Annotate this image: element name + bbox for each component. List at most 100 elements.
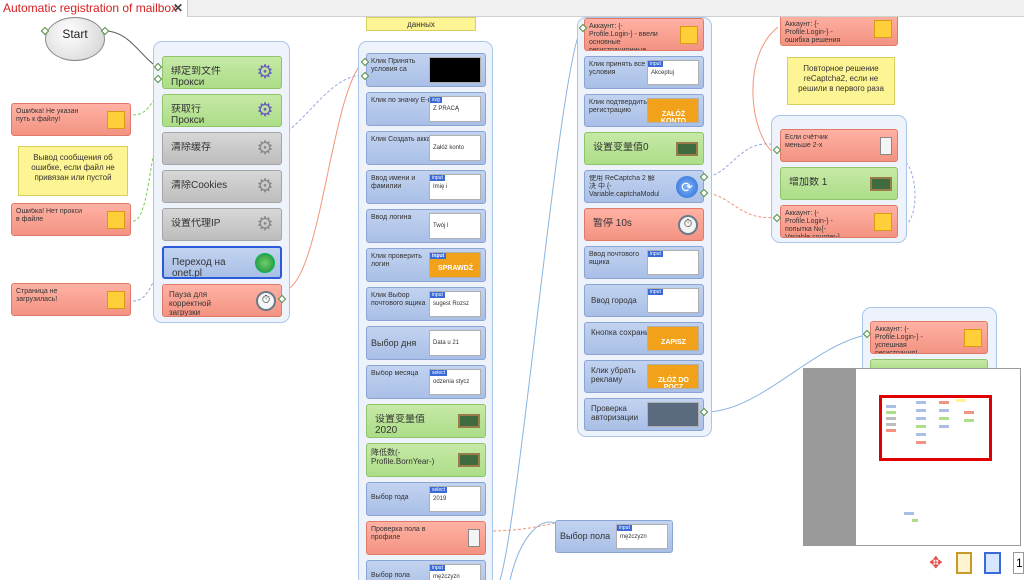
block-label: 设置代理IP [171, 218, 221, 229]
block-if-counter-less-2[interactable]: Если счётчик меньше 2-х [780, 129, 898, 162]
minimap-viewport[interactable] [879, 395, 992, 461]
comment-note[interactable]: Повторное решение reCaptcha2, если не ре… [787, 57, 895, 105]
minimap-block [916, 401, 926, 404]
block-create-account[interactable]: Клик Создать аккаунт Załóż konto [366, 131, 486, 165]
block-label: Аккаунт: {-Profile.Login-} - успешная ре… [875, 326, 923, 354]
log-registration-success[interactable]: Аккаунт: {-Profile.Login-} - успешная ре… [870, 321, 988, 354]
tab-automatic-registration[interactable]: Automatic registration of mailbox ✕ [0, 0, 188, 17]
block-label: Выбор пола [560, 531, 611, 541]
block-set-var-2020[interactable]: 设置变量值2020 [366, 404, 486, 438]
note-icon [107, 290, 125, 309]
block-pause-10s[interactable]: 暂停 10s ⏱ [584, 208, 704, 241]
frame-icon[interactable] [955, 551, 973, 574]
switch-icon [880, 136, 892, 155]
comment-note[interactable]: данных [366, 17, 476, 31]
block-save-button[interactable]: Кнопка сохранить ZAPISZ [584, 322, 704, 355]
minimap-block [916, 417, 926, 420]
log-attempt-counter[interactable]: Аккаунт: {-Profile.Login-} - попытка №{-… [780, 205, 898, 238]
block-label: 降低数(-Profile.BornYear-) [371, 448, 435, 466]
error-page-not-loaded[interactable]: Страница не загрузилась! [11, 283, 131, 316]
log-recaptcha-error[interactable]: Аккаунт: {-Profile.Login-} - ошибка реше… [780, 17, 898, 46]
block-label: Аккаунт: {-Profile.Login-} - ввели основ… [589, 23, 658, 51]
gear-icon: ⚙ [256, 176, 274, 197]
block-label: Клик подтвердить регистрацию [589, 99, 648, 114]
minimap-block [964, 419, 974, 422]
zoom-field[interactable]: 1 [1012, 551, 1024, 574]
connection-wires [104, 26, 916, 580]
minimap-block [886, 429, 896, 432]
thumbnail: Twój l [429, 213, 481, 239]
block-bind-file-proxy[interactable]: 绑定到文件 Прокси ⚙ [162, 56, 282, 89]
block-input-login[interactable]: Ввод логина Twój l [366, 209, 486, 243]
start-node[interactable]: Start [45, 17, 105, 61]
close-icon[interactable]: ✕ [172, 1, 183, 15]
minimap-block [916, 433, 926, 436]
block-label: 绑定到文件 Прокси [171, 66, 221, 88]
minimap[interactable] [803, 368, 1021, 546]
tab-bar: Automatic registration of mailbox ✕ [0, 0, 1024, 17]
log-basic-data-entered[interactable]: Аккаунт: {-Profile.Login-} - ввели основ… [584, 18, 704, 51]
block-label: Клик по значку E-mail [371, 97, 441, 104]
block-label: 暂停 10s [593, 218, 632, 229]
block-close-ad[interactable]: Клик убрать рекламу ZŁÓŻ DO POCZ [584, 360, 704, 393]
block-label: 增加数 1 [789, 177, 828, 188]
workflow-canvas[interactable]: Start 绑定到文件 Прокси ⚙ 获取行 Прокси ⚙ 清除缓存 ⚙… [0, 17, 1024, 580]
block-label: Переход на onet.pl [172, 257, 226, 279]
refresh-icon: ⟳ [676, 175, 698, 198]
minimap-block [916, 409, 926, 412]
block-select-day[interactable]: Выбор дня Data u 21 [366, 326, 486, 360]
block-set-var-0[interactable]: 设置变量值0 [584, 132, 704, 165]
block-check-auth[interactable]: Проверка авторизации [584, 398, 704, 431]
minimap-block [886, 423, 896, 426]
block-goto-onet[interactable]: Переход на onet.pl [162, 246, 282, 279]
block-label: Ввод логина [371, 214, 412, 221]
block-recaptcha-solve[interactable]: 使用 ReCaptcha 2 解决 中 {-Variable.captchaMo… [584, 170, 704, 203]
block-label: Аккаунт: {-Profile.Login-} - ошибка реше… [785, 21, 841, 44]
block-label: Клик принять все условия [589, 61, 646, 76]
block-label: Клик убрать рекламу [591, 366, 636, 384]
block-label: 设置变量值0 [593, 142, 649, 153]
crosshair-icon[interactable]: ✥ [929, 554, 943, 572]
block-input-mailbox[interactable]: Ввод почтового ящика input [584, 246, 704, 279]
comment-note[interactable]: Вывод сообщения об ошибке, если файл не … [18, 146, 128, 196]
block-label: Проверка пола в профиле [371, 526, 426, 541]
chalkboard-icon [458, 414, 480, 428]
minimap-block [939, 401, 949, 404]
block-decrease-born-year[interactable]: 降低数(-Profile.BornYear-) [366, 443, 486, 477]
thumbnail [429, 57, 481, 83]
block-set-proxy-ip[interactable]: 设置代理IP ⚙ [162, 208, 282, 241]
block-get-line-proxy[interactable]: 获取行 Прокси ⚙ [162, 94, 282, 127]
minimap-block [939, 425, 949, 428]
block-clear-cookies[interactable]: 清除Cookies ⚙ [162, 170, 282, 203]
error-no-proxy[interactable]: Ошибка! Нет прокси в файле [11, 203, 131, 236]
thumbnail: Data u 21 [429, 330, 481, 356]
block-increase-1[interactable]: 增加数 1 [780, 167, 898, 200]
block-confirm-registration[interactable]: Клик подтвердить регистрацию ZAŁÓŻ KONTO [584, 94, 704, 127]
thumbnail: ZŁÓŻ DO POCZ [647, 364, 699, 389]
error-no-file-path[interactable]: Ошибка! Не указан путь к файлу! [11, 103, 131, 136]
block-pause-load[interactable]: Пауза для корректной загрузки ⏱ [162, 284, 282, 317]
note-icon [680, 25, 698, 44]
block-accept-terms[interactable]: Клик Принять условия са [366, 53, 486, 87]
canvas-toolbar: ✥ 1 [924, 549, 1024, 576]
chalkboard-icon [458, 453, 480, 467]
window-icon[interactable] [984, 551, 1001, 574]
block-check-gender[interactable]: Проверка пола в профиле [366, 521, 486, 555]
block-clear-cache[interactable]: 清除缓存 ⚙ [162, 132, 282, 165]
thumbnail: ZAPISZ [647, 326, 699, 351]
block-label: Пауза для корректной загрузки [169, 290, 211, 317]
block-input-city[interactable]: Ввод города input [584, 284, 704, 317]
